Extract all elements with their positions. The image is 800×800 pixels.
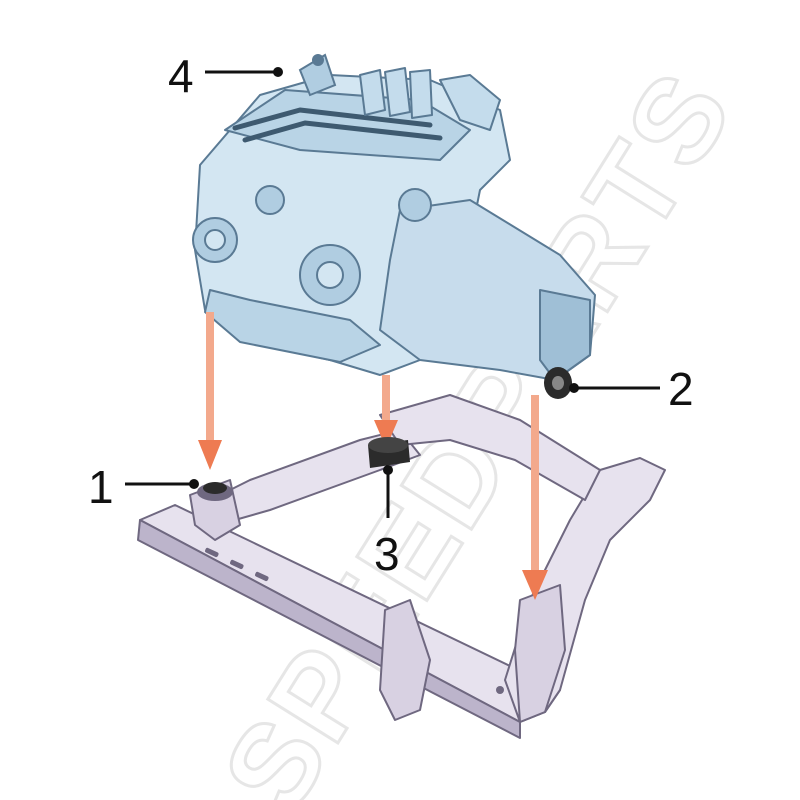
mount-3	[368, 437, 410, 468]
gearbox-shadow	[539, 289, 591, 381]
front-bracket	[379, 599, 431, 721]
mount-4	[298, 53, 337, 97]
callouts: 4 1 2 3	[88, 50, 694, 580]
callout-3: 3	[374, 528, 400, 580]
engine-mounts	[197, 53, 572, 501]
mount-arrows	[198, 312, 548, 600]
mount-2	[544, 367, 572, 399]
arrow-3	[374, 375, 398, 448]
leader-dot-4	[273, 67, 283, 77]
leader-dot-1	[189, 479, 199, 489]
subframe	[137, 394, 666, 739]
left-arm	[209, 429, 421, 521]
callout-4: 4	[168, 50, 194, 102]
leader-dot-3	[383, 465, 393, 475]
rear-arm	[379, 394, 601, 501]
right-mount-tower	[514, 584, 566, 723]
mount-1	[197, 482, 233, 501]
leader-dot-2	[569, 383, 579, 393]
callout-1: 1	[88, 461, 114, 513]
arrow-2	[522, 395, 548, 600]
engine-front-details	[192, 185, 432, 306]
callout-2: 2	[668, 363, 694, 415]
engine	[192, 67, 596, 381]
crossbeam-holes	[205, 547, 504, 694]
valve-cover-ribs	[232, 107, 443, 143]
arrow-1	[198, 312, 222, 470]
intake-runners	[359, 67, 501, 131]
